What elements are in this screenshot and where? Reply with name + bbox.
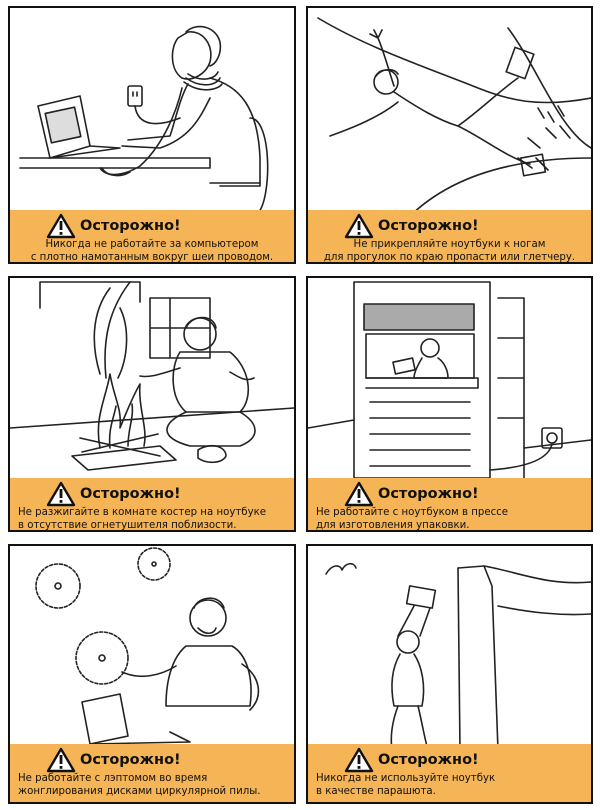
panel-saw-juggling: Осторожно! Не работайте с лэптомом во вр… <box>8 544 296 804</box>
panel-parachute: Осторожно! Никогда не используйте ноутбу… <box>306 544 593 804</box>
warning-icon <box>46 481 76 507</box>
caption-line-2: для прогулок по краю пропасти или глетче… <box>323 252 576 263</box>
caption-line-1: Никогда не используйте ноутбук <box>316 773 496 784</box>
warning-icon <box>344 747 374 773</box>
caption-line-1: Не работайте с лэптомом во время <box>18 773 208 784</box>
warning-icon <box>344 481 374 507</box>
warning-caption: Осторожно! Не разжигайте в комнате косте… <box>10 478 294 530</box>
warning-caption: Осторожно! Никогда не работайте за компь… <box>10 210 294 262</box>
illustration-laptop-parachute <box>325 562 591 751</box>
caption-line-1: Не работайте с ноутбуком в прессе <box>316 507 509 518</box>
illustration-campfire <box>10 281 294 471</box>
warning-caption: Осторожно! Никогда не используйте ноутбу… <box>308 744 591 802</box>
illustration-office-worker <box>19 25 269 214</box>
illustration-baling-press <box>308 281 591 479</box>
warning-icon <box>344 213 374 239</box>
caption-line-1: Не разжигайте в комнате костер на ноутбу… <box>18 507 267 518</box>
warning-icon <box>46 747 76 773</box>
caption-line-2: с плотно намотанным вокруг шеи проводом. <box>30 252 274 263</box>
warning-title: Осторожно! <box>80 486 181 502</box>
caption-line-2: для изготовления упаковки. <box>316 520 470 531</box>
caption-line-2: в отсутствие огнетушителя поблизости. <box>18 520 237 531</box>
caption-line-2: в качестве парашюта. <box>316 786 436 797</box>
caption-line-1: Не прикрепляйте ноутбуки к ногам <box>353 239 546 250</box>
warning-title: Осторожно! <box>80 218 181 234</box>
warning-caption: Осторожно! Не прикрепляйте ноутбуки к но… <box>308 210 591 262</box>
panel-neck-wire: Осторожно! Никогда не работайте за компь… <box>8 6 296 264</box>
warning-caption: Осторожно! Не работайте с лэптомом во вр… <box>10 744 294 802</box>
panel-cliff-feet: Осторожно! Не прикрепляйте ноутбуки к но… <box>306 6 593 264</box>
illustration-cliff-walker <box>317 17 591 218</box>
warning-title: Осторожно! <box>80 752 181 768</box>
warning-caption: Осторожно! Не работайте с ноутбуком в пр… <box>308 478 591 530</box>
warning-title: Осторожно! <box>378 752 479 768</box>
illustration-saw-juggler <box>35 547 260 745</box>
warning-title: Осторожно! <box>378 486 479 502</box>
caption-line-1: Никогда не работайте за компьютером <box>45 239 259 250</box>
warning-icon <box>46 213 76 239</box>
panel-campfire: Осторожно! Не разжигайте в комнате косте… <box>8 276 296 532</box>
caption-line-2: жонглирования дисками циркулярной пилы. <box>18 786 261 797</box>
warning-title: Осторожно! <box>378 218 479 234</box>
panel-press: Осторожно! Не работайте с ноутбуком в пр… <box>306 276 593 532</box>
